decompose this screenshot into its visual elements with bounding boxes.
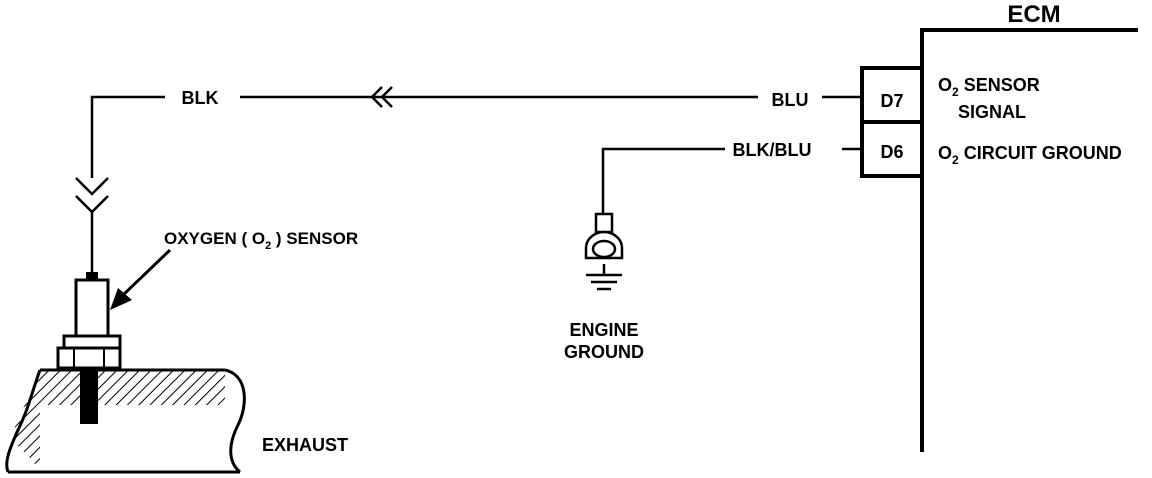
wire-color-blk-blu: BLK/BLU bbox=[733, 140, 812, 160]
connector-chevron-icon bbox=[370, 86, 383, 108]
ecm-outline bbox=[920, 28, 1138, 452]
sensor-hex-nut bbox=[62, 334, 122, 350]
ground-wire: BLK/BLU ENGINE GROUND bbox=[564, 140, 862, 362]
ecm-module: ECM bbox=[920, 1, 1138, 452]
sensor-pointer-arrow bbox=[120, 248, 172, 298]
svg-text:OXYGEN ( O2 ) SENSOR: OXYGEN ( O2 ) SENSOR bbox=[164, 229, 358, 252]
exhaust-hatch bbox=[40, 371, 225, 405]
wire-color-blu: BLU bbox=[772, 90, 809, 110]
ground-terminal bbox=[594, 212, 614, 234]
ground-label-line2: GROUND bbox=[564, 342, 644, 362]
pin-d7-label: D7 bbox=[880, 91, 903, 111]
pin-d7-desc-line2: SIGNAL bbox=[958, 102, 1026, 122]
ecm-connector: D7 D6 bbox=[860, 66, 924, 178]
wire-color-blk: BLK bbox=[182, 88, 219, 108]
exhaust-label: EXHAUST bbox=[262, 435, 348, 455]
exhaust-pipe: EXHAUST bbox=[5, 368, 348, 474]
o2-o: O bbox=[938, 75, 952, 95]
connector-chevron-icon-2 bbox=[75, 177, 109, 196]
pin-d6-desc-line1: CIRCUIT GROUND bbox=[959, 143, 1122, 163]
pin-d6-description: O2 CIRCUIT GROUND bbox=[938, 143, 1122, 167]
sensor-body bbox=[74, 278, 110, 338]
ecm-title: ECM bbox=[1007, 1, 1060, 28]
sensor-label: OXYGEN ( O bbox=[164, 229, 265, 248]
svg-text:O2 SENSOR: O2 SENSOR bbox=[938, 75, 1040, 99]
pin-d7-desc-line1: SENSOR bbox=[959, 75, 1040, 95]
o2-subscript: 2 bbox=[952, 85, 959, 99]
ground-label-line1: ENGINE bbox=[569, 320, 638, 340]
svg-text:O2 CIRCUIT GROUND: O2 CIRCUIT GROUND bbox=[938, 143, 1122, 167]
pin-d6-label: D6 bbox=[880, 142, 903, 162]
pin-d7-description: O2 SENSOR SIGNAL bbox=[938, 75, 1040, 122]
signal-wire: BLU BLK bbox=[75, 86, 862, 272]
